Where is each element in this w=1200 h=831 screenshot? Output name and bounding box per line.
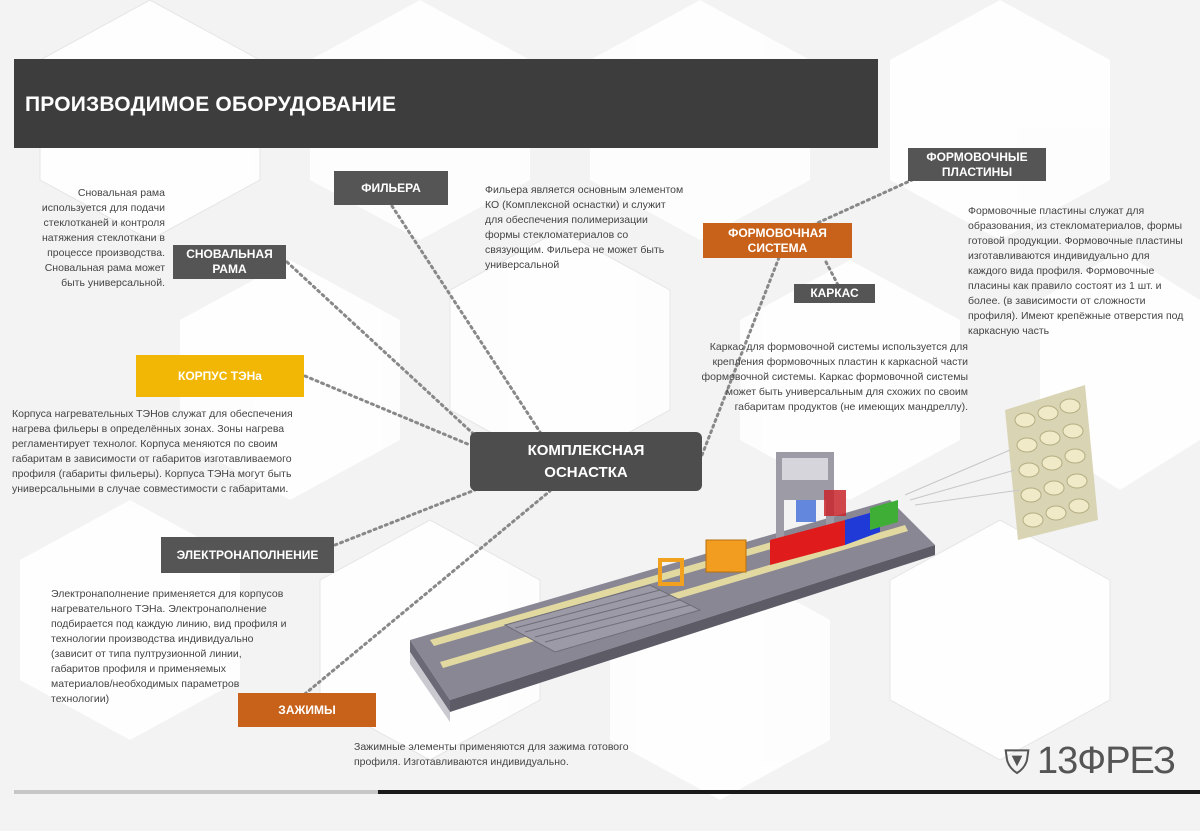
desc-line: (зависит от типа пултрузионной линии, — [51, 648, 242, 660]
desc-line: связующим. Фильера не может быть — [485, 244, 665, 256]
label-karkas: КАРКАС — [794, 284, 875, 303]
desc-korpus: Корпуса нагревательных ТЭНов служат для … — [12, 407, 312, 497]
connector-karkas — [824, 260, 840, 287]
label-snovalnaya-line2: РАМА — [212, 262, 247, 276]
desc-line: Сновальная рама — [77, 187, 165, 199]
company-logo: 13ФРЕЗ — [1003, 739, 1176, 782]
desc-line: Зажимные элементы применяются для зажима… — [354, 741, 629, 753]
connector-snovalnaya — [285, 260, 482, 442]
desc-line: Каркас для формовочной системы используе… — [709, 341, 968, 353]
desc-line: каждого вида профиля. Формовочные — [968, 265, 1155, 277]
desc-line: быть универсальной. — [61, 277, 165, 289]
desc-line: Формовочные пластины служат для — [968, 205, 1145, 217]
desc-line: Сновальная рама может — [44, 262, 165, 274]
connector-zazhimy — [298, 489, 552, 700]
desc-line: для обеспечения полимеризации — [485, 214, 648, 226]
header-bar: ПРОИЗВОДИМОЕ ОБОРУДОВАНИЕ — [14, 59, 878, 148]
desc-karkas: Каркас для формовочной системы используе… — [690, 340, 968, 415]
label-korpus-tena: КОРПУС ТЭНа — [136, 355, 304, 397]
shield-logo-icon — [1004, 749, 1030, 775]
page-title: ПРОИЗВОДИМОЕ ОБОРУДОВАНИЕ — [25, 93, 397, 116]
label-formovochnaya-line2: СИСТЕМА — [747, 240, 808, 255]
desc-line: изготавливаются индивидуально для — [968, 250, 1150, 262]
center-line2: ОСНАСТКА — [544, 463, 628, 481]
desc-line: каркасную часть — [968, 325, 1050, 337]
desc-line: профиля (габариты фильеры). Корпуса ТЭНа… — [12, 468, 292, 480]
label-formovochnye-line2: ПЛАСТИНЫ — [941, 164, 1013, 179]
desc-line: пласины как правило состоят из 1 шт. и — [968, 280, 1162, 292]
desc-line: габаритов профиля и применяемых — [51, 663, 226, 675]
footer-bar-light — [14, 790, 378, 794]
desc-line: может быть универсальным для схожих по с… — [725, 386, 968, 398]
connector-formovochnaya — [700, 253, 782, 457]
desc-line: нагрева фильеры в определённых зонах. Зо… — [12, 423, 285, 435]
desc-line: материалов/необходимых параметров — [51, 678, 240, 690]
desc-line: формовочной системы. Каркас формовочной … — [701, 371, 968, 383]
desc-line: технологии) — [51, 693, 110, 705]
label-zazhimy: ЗАЖИМЫ — [238, 693, 376, 727]
desc-filera: Фильера является основным элементом КО (… — [485, 183, 700, 273]
connector-elektro — [333, 486, 482, 547]
desc-line: профиля). Имеют крепёжные отверстия под — [968, 310, 1184, 322]
desc-line: готовой продукции. Формовочные пластины — [968, 235, 1183, 247]
desc-line: профиля. Изготавливаются индивидуально. — [354, 756, 569, 768]
label-filera: ФИЛЬЕРА — [334, 171, 448, 205]
label-elektronapolnenie: ЭЛЕКТРОНАПОЛНЕНИЕ — [161, 537, 334, 573]
desc-line: технологии производства индивидуально — [51, 633, 254, 645]
desc-line: КО (Комплексной оснастки) и служит — [485, 199, 666, 211]
center-kompleksnaya-osnastka: КОМПЛЕКСНАЯ ОСНАСТКА — [470, 432, 702, 491]
desc-line: крепления формовочных пластин к каркасно… — [712, 356, 969, 368]
label-formovochnye-plastiny: ФОРМОВОЧНЫЕ ПЛАСТИНЫ — [908, 148, 1046, 181]
label-formovochnaya-line1: ФОРМОВОЧНАЯ — [728, 225, 827, 240]
footer-bar-dark — [378, 790, 1200, 794]
desc-line: габаритам в зависимости от габаритов изг… — [12, 453, 292, 465]
label-formovochnye-line1: ФОРМОВОЧНЫЕ — [926, 149, 1028, 164]
desc-line: используется для подачи — [41, 202, 165, 214]
desc-line: габаритам продуктов (не имеющих мандрелл… — [734, 401, 968, 413]
desc-line: образования, из стекломатериалов, формы — [968, 220, 1183, 232]
desc-line: стеклотканей и контроля — [43, 217, 165, 229]
desc-line: натяжения стеклоткани в — [41, 232, 165, 244]
desc-line: формы стекломатериалов со — [485, 229, 629, 241]
desc-line: подбирается под каждую линию, вид профил… — [51, 618, 287, 630]
label-snovalnaya-line1: СНОВАЛЬНАЯ — [186, 247, 273, 261]
desc-zazhimy: Зажимные элементы применяются для зажима… — [354, 740, 654, 770]
connector-korpus — [303, 374, 472, 447]
connector-filera — [390, 204, 542, 434]
desc-elektro: Электронаполнение применяется для корпус… — [51, 587, 301, 707]
center-line1: КОМПЛЕКСНАЯ — [527, 441, 645, 459]
desc-line: универсальной — [485, 259, 560, 271]
desc-line: более. (в зависимости от сложности — [968, 295, 1146, 307]
desc-line: Фильера является основным элементом — [485, 184, 684, 196]
desc-line: регламентирует технолог. Корпуса меняютс… — [12, 438, 278, 450]
desc-formovochnye: Формовочные пластины служат для образова… — [968, 204, 1193, 339]
desc-line: нагревательного ТЭНа. Электронаполнение — [51, 603, 267, 615]
desc-line: Корпуса нагревательных ТЭНов служат для … — [12, 408, 293, 420]
logo-text: 13ФРЕЗ — [1037, 739, 1176, 782]
desc-line: процессе производства. — [47, 247, 165, 259]
desc-line: Электронаполнение применяется для корпус… — [51, 588, 284, 600]
label-formovochnaya-sistema: ФОРМОВОЧНАЯ СИСТЕМА — [703, 223, 852, 258]
desc-snovalnaya: Сновальная рама используется для подачи … — [20, 186, 165, 291]
desc-line: универсальными в случае совместимости с … — [12, 483, 289, 495]
label-snovalnaya-rama: СНОВАЛЬНАЯ РАМА — [173, 245, 286, 279]
